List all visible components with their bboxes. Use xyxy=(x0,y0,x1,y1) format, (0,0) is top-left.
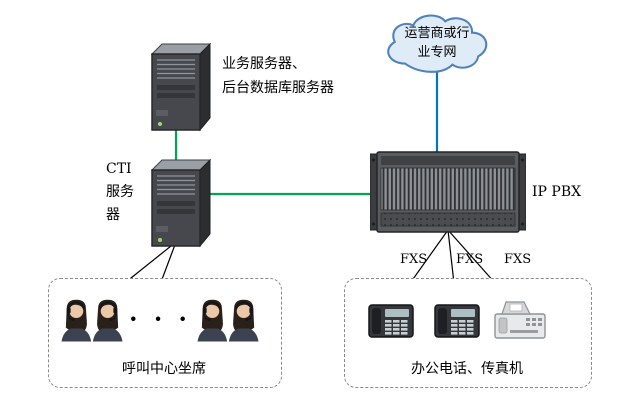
fxs-label-1: FXS xyxy=(400,252,428,267)
cloud-shape xyxy=(387,14,488,73)
app-server-label: 业务服务器、 后台数据库服务器 xyxy=(222,52,334,100)
ip-phone-1 xyxy=(368,300,414,340)
ip-phone-2 xyxy=(434,300,480,340)
fxs-label-2: FXS xyxy=(456,252,484,267)
cloud-label-line2: 业专网 xyxy=(417,45,457,60)
fax-machine xyxy=(494,298,546,340)
cti-server-tower xyxy=(142,154,218,249)
call-center-label: 呼叫中心坐席 xyxy=(122,361,206,377)
agents-ellipsis: · · · xyxy=(129,304,191,333)
agent-group-left xyxy=(60,298,124,342)
agent-group-right xyxy=(196,298,260,342)
fxs-label-3: FXS xyxy=(504,252,532,267)
cloud-label-line1: 运营商或行 xyxy=(404,26,470,41)
cloud-label: 运营商或行 业专网 xyxy=(378,24,496,62)
cti-server-label: CTI 服务 器 xyxy=(106,158,134,227)
cti-server-label-line1: CTI xyxy=(106,161,132,177)
app-server-label-line2: 后台数据库服务器 xyxy=(222,80,334,96)
ip-pbx-chassis xyxy=(370,150,526,234)
ip-pbx-label: IP PBX xyxy=(532,184,582,200)
app-server-label-line1: 业务服务器、 xyxy=(222,56,306,72)
cti-server-label-line3: 器 xyxy=(106,207,120,223)
office-devices-label: 办公电话、传真机 xyxy=(411,361,523,377)
cti-server-label-line2: 服务 xyxy=(106,184,134,200)
app-server-tower xyxy=(142,38,218,133)
